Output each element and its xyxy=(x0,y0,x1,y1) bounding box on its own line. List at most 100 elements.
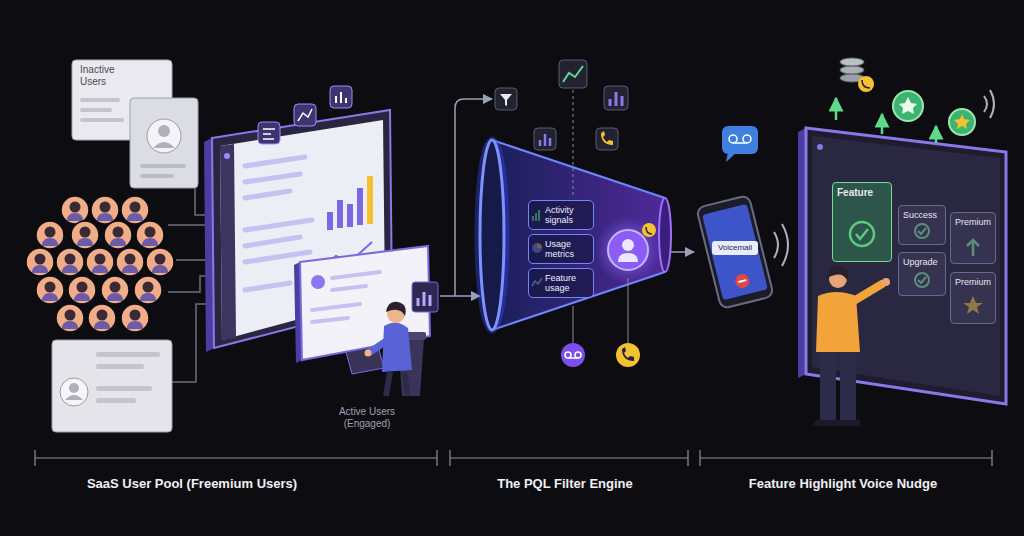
smartphone xyxy=(733,142,747,144)
reward-badge xyxy=(840,58,864,66)
inactive-user-card xyxy=(72,60,198,188)
reward-badge xyxy=(836,58,994,143)
inactive-user-card xyxy=(130,98,198,188)
group-label: Inactive Users xyxy=(80,64,130,88)
node-text: Feature xyxy=(837,187,887,198)
freemium-crowd xyxy=(56,248,84,276)
presenter-figure xyxy=(820,350,836,422)
inactive-user-card xyxy=(80,98,120,102)
section-bracket xyxy=(700,450,992,466)
reward-badge xyxy=(935,126,938,143)
dashboard-screen xyxy=(245,252,310,262)
dashboard-screen xyxy=(245,283,290,290)
dashboard-screen xyxy=(347,204,353,227)
freemium-crowd xyxy=(26,248,54,276)
dashboard-screen xyxy=(245,220,312,230)
node-text: Upgrade xyxy=(903,257,941,268)
group-label: Active Users (Engaged) xyxy=(331,406,403,430)
reward-badge xyxy=(835,98,838,120)
section-label: SaaS User Pool (Freemium Users) xyxy=(87,476,297,491)
floating-icon xyxy=(298,109,312,121)
smartphone xyxy=(774,224,788,266)
node-text: Voicemail xyxy=(715,243,755,253)
floating-icon xyxy=(330,86,352,108)
upgrade-card: Premium xyxy=(950,212,996,264)
lead-avatar xyxy=(573,306,574,343)
signal-icon xyxy=(604,86,628,110)
freemium-crowd xyxy=(26,196,174,332)
upgrade-card: Upgrade xyxy=(898,252,946,296)
reward-badge xyxy=(949,109,975,135)
inactive-user-card xyxy=(80,108,112,112)
inactive-user-card xyxy=(52,340,172,432)
active-user-screen xyxy=(312,318,348,322)
smartphone xyxy=(696,195,774,309)
lead-avatar xyxy=(646,227,652,234)
active-user-screen xyxy=(370,340,388,352)
signal-icon xyxy=(495,88,517,110)
inactive-user-card xyxy=(96,386,152,391)
presenter-figure xyxy=(852,284,882,302)
active-user-screen xyxy=(312,272,380,322)
floating-icon xyxy=(336,92,346,103)
smartphone xyxy=(729,135,737,143)
section-bracket xyxy=(450,450,688,466)
freemium-crowd xyxy=(121,304,149,332)
smartphone xyxy=(734,273,751,290)
flow-arrow xyxy=(670,251,694,253)
node-text: Premium xyxy=(955,217,991,228)
smartphone xyxy=(696,126,788,309)
reward-badge xyxy=(881,114,884,134)
lead-avatar xyxy=(628,278,629,343)
inactive-user-card xyxy=(80,118,124,122)
dashboard-screen xyxy=(327,212,333,230)
floating-icon xyxy=(258,86,352,144)
active-user-screen xyxy=(365,350,372,357)
signal-icon xyxy=(610,92,622,106)
freemium-crowd xyxy=(134,276,162,304)
active-user-screen xyxy=(294,246,438,396)
section-label: Feature Highlight Voice Nudge xyxy=(749,476,937,491)
reward-badge xyxy=(858,76,874,92)
reward-badge xyxy=(984,90,994,118)
reward-badge xyxy=(840,66,864,74)
lead-avatar xyxy=(565,352,571,358)
freemium-crowd xyxy=(36,221,64,249)
node-text: Feature usage xyxy=(545,273,589,293)
node-text: Premium xyxy=(955,277,991,288)
freemium-crowd xyxy=(68,276,96,304)
dashboard-screen xyxy=(367,176,373,224)
inactive-user-card xyxy=(96,398,136,403)
lead-avatar xyxy=(575,352,581,358)
signal-icon xyxy=(563,66,583,82)
smartphone xyxy=(696,195,774,309)
floating-icon xyxy=(294,104,316,126)
reward-badge xyxy=(893,91,923,121)
inactive-user-card xyxy=(153,142,175,148)
node-text: Activity signals xyxy=(545,205,589,225)
active-user-screen xyxy=(312,304,360,310)
signal-icon xyxy=(500,94,512,106)
lead-avatar xyxy=(622,239,634,251)
pql-funnel xyxy=(478,140,506,330)
reward-badge xyxy=(954,114,970,129)
active-user-screen xyxy=(382,322,412,372)
signal-icon xyxy=(573,90,574,196)
dashboard-screen xyxy=(220,144,236,340)
active-user-screen xyxy=(332,286,366,290)
presenter-figure xyxy=(812,266,890,426)
pql-funnel xyxy=(492,140,665,330)
lead-avatar xyxy=(616,343,640,367)
pql-funnel xyxy=(659,198,671,272)
dashboard-screen xyxy=(337,200,343,228)
inactive-user-card xyxy=(65,395,83,400)
active-user-screen xyxy=(386,372,408,396)
presenter-figure xyxy=(812,420,860,426)
freemium-crowd xyxy=(101,276,129,304)
inactive-user-card xyxy=(158,125,170,137)
dashboard-screen xyxy=(245,174,300,182)
dashboard-screen xyxy=(245,191,290,198)
